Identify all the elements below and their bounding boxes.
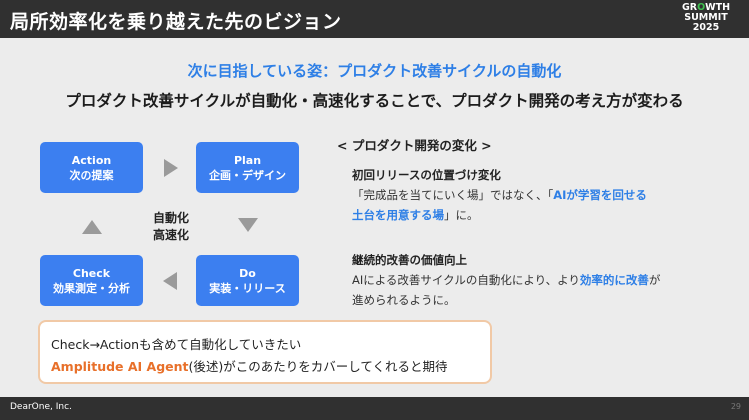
change-item-heading: 初回リリースの位置づけ変化 (352, 168, 501, 182)
header-bar: 局所効率化を乗り越えた先のビジョン GROWTH SUMMIT 2025 (0, 0, 749, 38)
slide-title: 局所効率化を乗り越えた先のビジョン (10, 11, 342, 33)
callout-line: Amplitude AI Agent(後述)がこのあたりをカバーしてくれると期待 (51, 359, 448, 374)
callout-box: Check→Actionも含めて自動化していきたい Amplitude AI A… (38, 320, 492, 384)
cycle-box-plan: Plan 企画・デザイン (196, 142, 299, 193)
arrow-up-icon (82, 220, 102, 234)
arrow-down-icon (238, 218, 258, 232)
cycle-box-do: Do 実装・リリース (196, 255, 299, 306)
cycle-box-check: Check 効果測定・分析 (40, 255, 143, 306)
page-number: 29 (730, 402, 741, 411)
arrow-right-icon (164, 159, 178, 177)
changes-title: < プロダクト開発の変化 > (337, 138, 492, 153)
change-item-body: 「完成品を当てにいく場」ではなく、「AIが学習を回せる 土台を用意する場」に。 (352, 188, 647, 222)
callout-line: Check→Actionも含めて自動化していきたい (51, 337, 302, 352)
cycle-box-action: Action 次の提案 (40, 142, 143, 193)
vision-subtitle: 次に目指している姿：プロダクト改善サイクルの自動化 (187, 62, 562, 80)
cycle-center-label: 自動化 高速化 (152, 211, 189, 242)
lead-statement: プロダクト改善サイクルが自動化・高速化することで、プロダクト開発の考え方が変わる (65, 92, 684, 110)
footer-bar: DearOne, Inc. 29 (0, 397, 749, 420)
arrow-left-icon (163, 272, 177, 290)
growth-summit-logo: GROWTH SUMMIT 2025 (681, 2, 731, 33)
change-item-heading: 継続的改善の価値向上 (352, 253, 467, 267)
change-item-body: AIによる改善サイクルの自動化により、より効率的に改善が 進められるように。 (352, 273, 661, 307)
company-name: DearOne, Inc. (10, 402, 72, 412)
